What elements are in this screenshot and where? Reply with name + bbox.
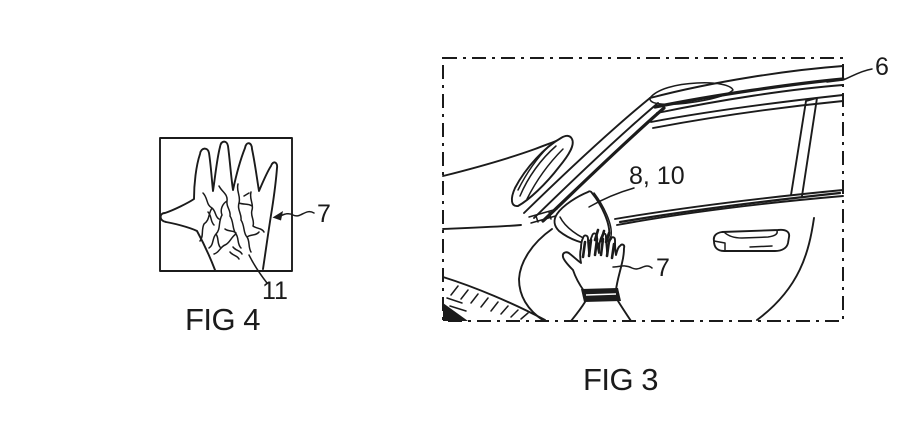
fig3-ref-mirror-sensor: 8, 10	[629, 162, 685, 190]
fig3-leader-7	[612, 265, 653, 270]
fig3-caption: FIG 3	[583, 362, 658, 397]
fig4-ref-hand: 7	[317, 200, 331, 228]
car-door-handle	[712, 228, 791, 252]
fig3-ref-hand: 7	[656, 254, 670, 282]
car-belt-stub	[528, 208, 560, 224]
fig3-boundary-box	[442, 57, 844, 322]
car-cowl-line	[442, 224, 522, 230]
fig4-caption: FIG 4	[185, 302, 260, 337]
car-belt-line	[614, 189, 844, 226]
car-b-pillar	[790, 97, 818, 197]
car-wheel-arch	[442, 276, 546, 321]
figure-4: 7 11 FIG 4	[159, 137, 331, 337]
car-roof-rail	[649, 65, 844, 114]
car-roof-highlight	[649, 82, 734, 106]
hand-wristband-highlight	[585, 293, 617, 296]
car-door-front-edge	[518, 228, 553, 322]
fig4-leader-7	[279, 211, 315, 217]
car-wheel-arch-shadow	[443, 303, 468, 321]
fig4-vein-pattern	[199, 183, 265, 260]
hand-outline	[561, 232, 626, 292]
fig4-arrowhead-7	[272, 211, 283, 221]
car-door-seam	[756, 217, 815, 321]
fig3-leader-8-10	[588, 187, 635, 208]
fig3-hand	[561, 228, 632, 322]
car-roof-rail-shade	[653, 77, 845, 109]
fig3-leader-6	[826, 68, 873, 83]
hand-forearm	[570, 300, 632, 322]
car-belt-line-shade	[618, 191, 842, 224]
sensor-finger-hatch	[581, 228, 616, 260]
car-mirror-sail	[510, 134, 574, 207]
fig3-side-mirror	[553, 190, 612, 246]
fig3-ref-window-frame: 6	[875, 53, 889, 81]
mirror-glass-edge	[559, 216, 594, 243]
car-wheel-arch-hatch	[446, 285, 529, 320]
car-door-handle-detail	[713, 230, 778, 252]
fig4-leader-11	[248, 254, 268, 284]
car-mirror-sail-hatch	[517, 145, 564, 200]
fig4-ref-vein-pattern: 11	[262, 277, 288, 305]
car-a-pillar	[523, 97, 659, 219]
car-a-pillar-shade	[541, 106, 666, 223]
fig4-frame-box	[159, 137, 293, 272]
fig3-car-drawing	[442, 65, 845, 322]
figure-3: 8, 10 7 6 FIG 3	[442, 53, 889, 397]
